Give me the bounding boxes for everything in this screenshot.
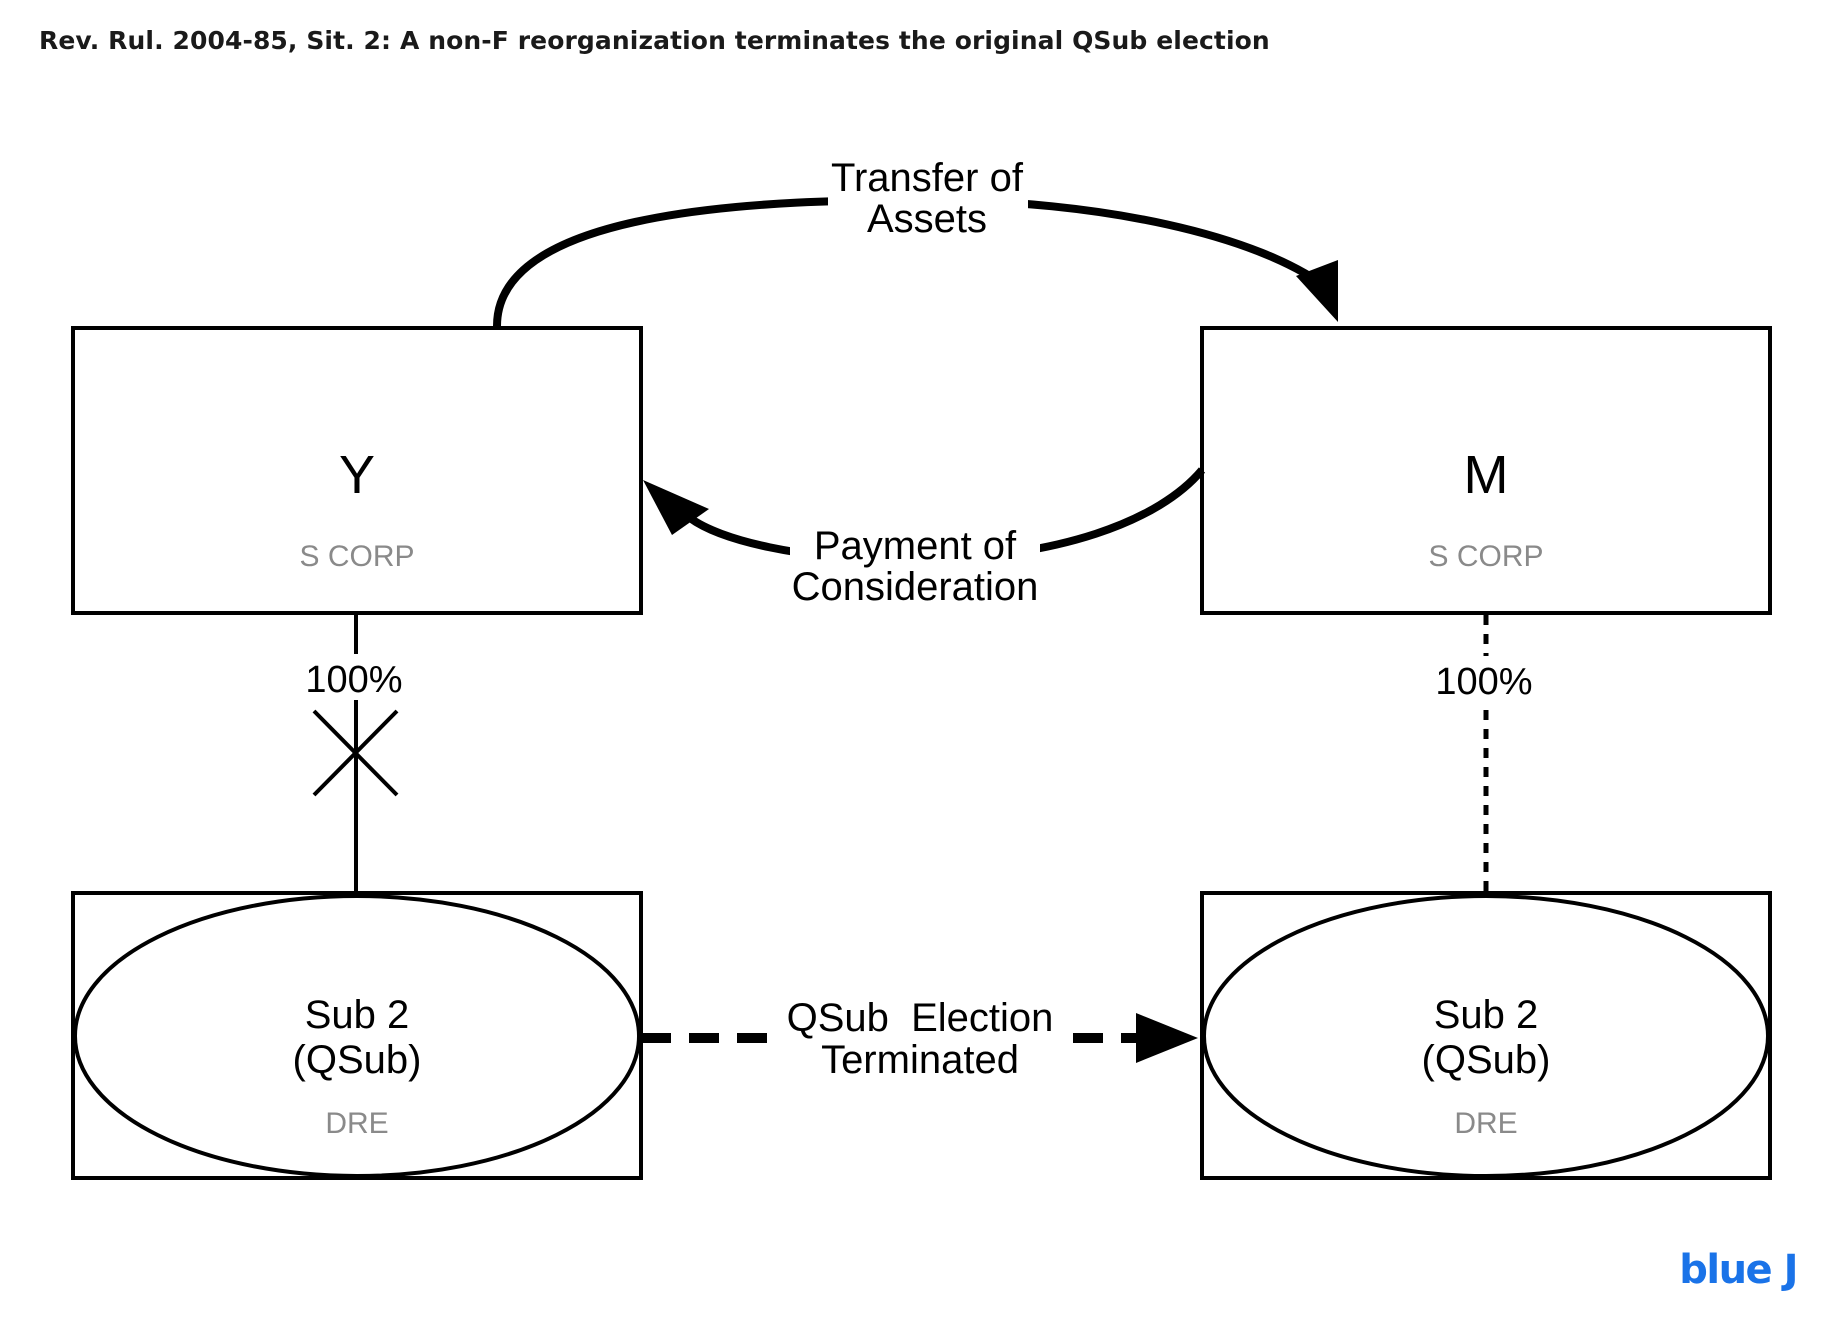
sub-right-type: DRE xyxy=(1454,1107,1517,1140)
payment-consideration-arrow: Payment of Consideration xyxy=(643,467,1206,609)
transfer-arrowhead xyxy=(1296,260,1338,322)
election-arrowhead xyxy=(1136,1013,1198,1063)
severed-x-icon-stroke-2 xyxy=(312,709,399,797)
payment-label-bg xyxy=(790,526,1040,606)
ownership-line-left: 100% xyxy=(300,613,412,893)
entity-y-type: S CORP xyxy=(299,540,414,573)
sub-left-ellipse xyxy=(73,894,641,1178)
ownership-left-label: 100% xyxy=(305,659,402,701)
ownership-right-label: 100% xyxy=(1435,661,1532,703)
entity-sub-left[interactable]: Sub 2 (QSub) DRE xyxy=(71,891,643,1180)
entity-sub-right[interactable]: Sub 2 (QSub) DRE xyxy=(1200,891,1772,1180)
sub-right-ellipse xyxy=(1202,894,1770,1178)
sub-right-name-line2: (QSub) xyxy=(1422,1038,1551,1082)
sub-left-type: DRE xyxy=(325,1107,388,1140)
entity-m[interactable]: M S CORP xyxy=(1200,326,1772,615)
entity-m-name: M xyxy=(1464,445,1509,505)
sub-right-name-line1: Sub 2 xyxy=(1434,993,1539,1037)
ownership-right-label-bg xyxy=(1428,656,1544,702)
election-label-bg xyxy=(780,996,1062,1078)
sub-left-name-line2: (QSub) xyxy=(293,1038,422,1082)
transfer-label-line1: Transfer of xyxy=(831,156,1024,200)
page-title: Rev. Rul. 2004-85, Sit. 2: A non-F reorg… xyxy=(39,26,1270,55)
transfer-assets-arrow: Transfer of Assets xyxy=(493,156,1338,327)
payment-label-line2: Consideration xyxy=(792,565,1039,609)
ownership-left-label-bg xyxy=(300,654,412,700)
transfer-label-bg xyxy=(828,158,1028,238)
election-label-line2: Terminated xyxy=(821,1038,1019,1082)
election-label-line1: QSub Election xyxy=(787,996,1054,1040)
payment-arrowhead xyxy=(643,480,709,535)
brand-logo: blue J xyxy=(1679,1247,1798,1293)
entity-y-name: Y xyxy=(339,445,375,505)
election-terminated-arrow: QSub Election Terminated xyxy=(641,996,1198,1082)
entity-m-box xyxy=(1200,326,1772,615)
ownership-line-right: 100% xyxy=(1428,615,1544,893)
entity-m-type: S CORP xyxy=(1428,540,1543,573)
sub-left-name-line1: Sub 2 xyxy=(305,993,410,1037)
entity-y-box xyxy=(71,326,643,615)
transfer-label-line2: Assets xyxy=(867,197,987,241)
entity-y[interactable]: Y S CORP xyxy=(71,326,643,615)
payment-label-line1: Payment of xyxy=(814,524,1017,568)
